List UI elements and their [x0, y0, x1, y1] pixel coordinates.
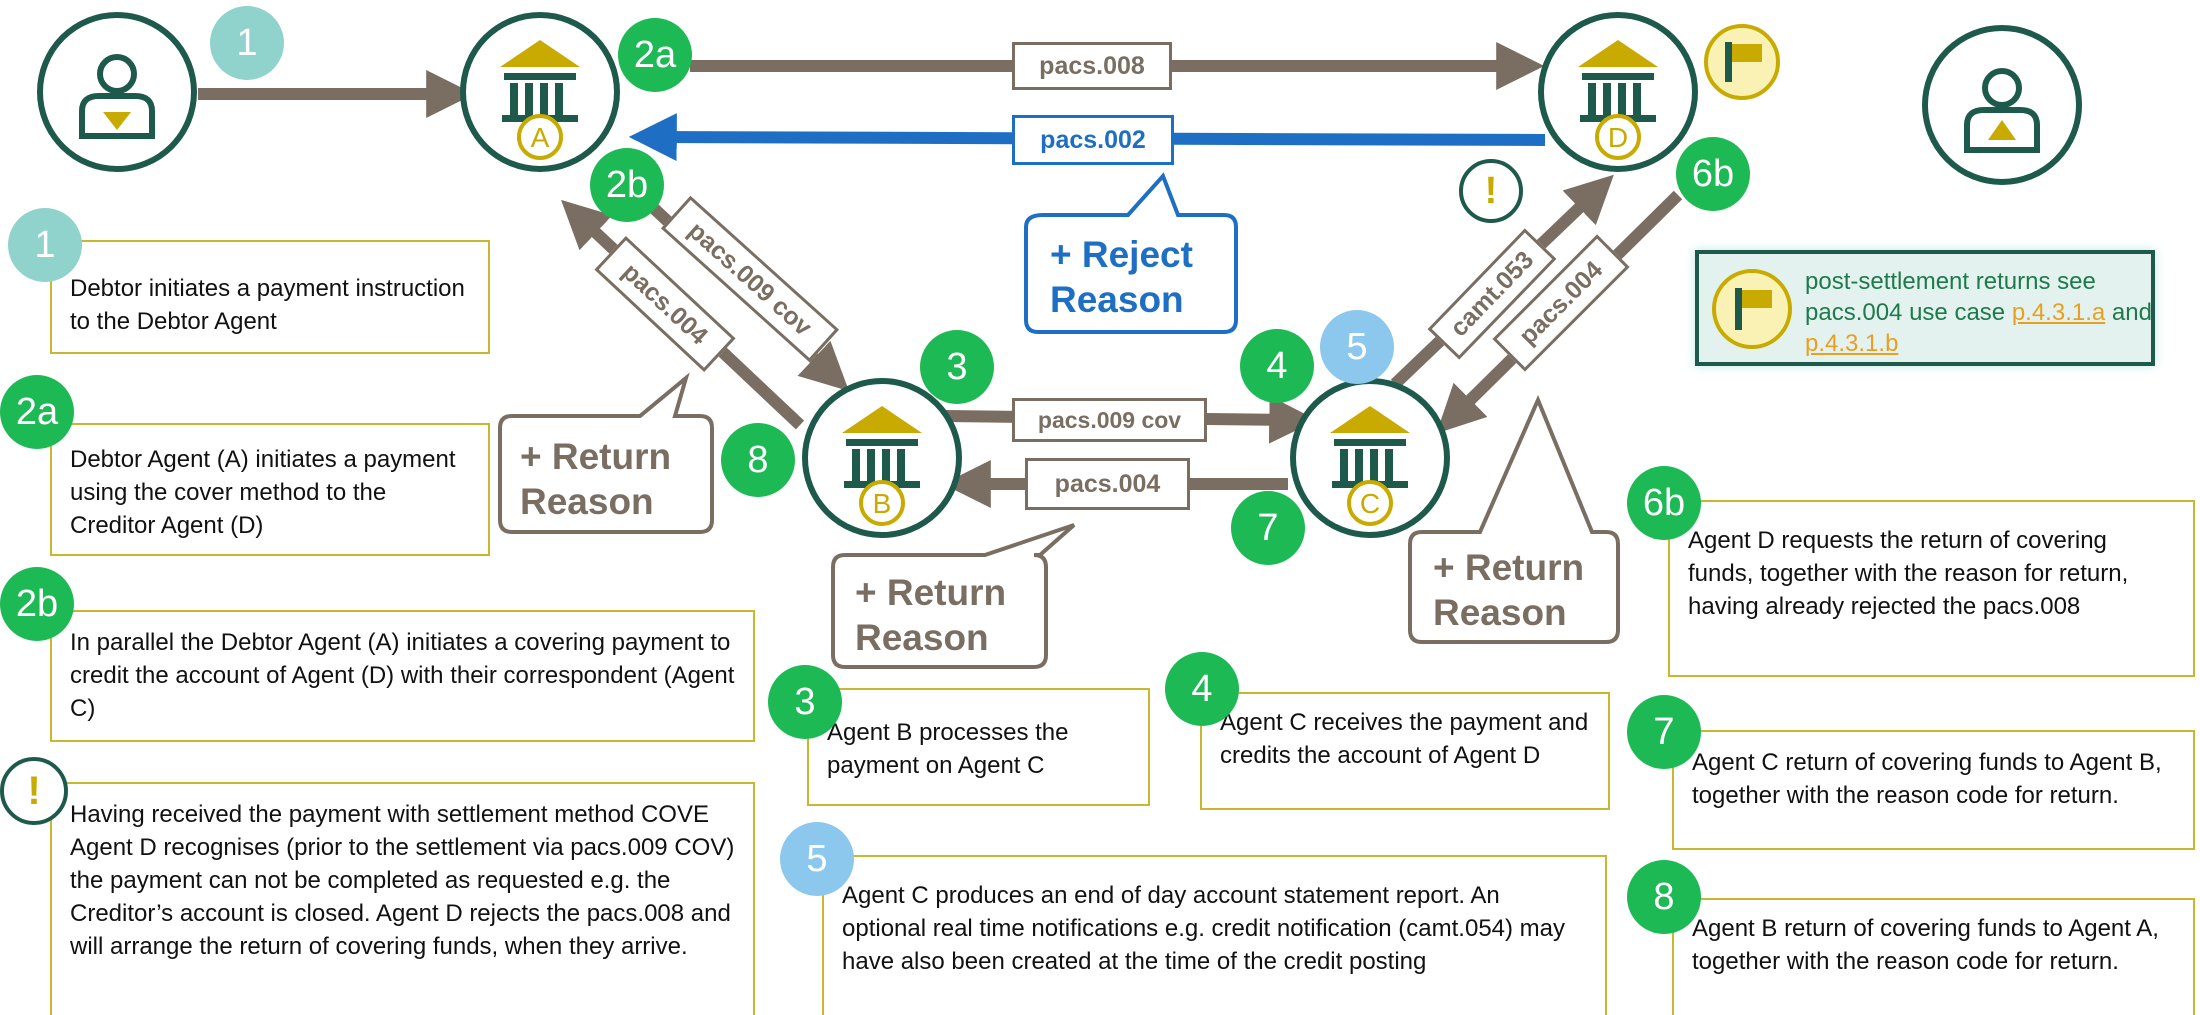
bubble-return-left-line1: + Return: [520, 436, 672, 477]
bubble-return-mid-line2: Reason: [855, 617, 989, 658]
bubble-return-left-line2: Reason: [520, 481, 654, 522]
note-text: post-settlement returns see pacs.004 use…: [1805, 266, 2155, 359]
desc-5-badge: 5: [780, 822, 854, 896]
bubble-return-mid-text: + Return Reason: [855, 570, 1006, 660]
agent-d-letter: D: [1608, 122, 1628, 153]
desc-2a-badge: 2a: [0, 375, 74, 449]
desc-6b-text: Agent D requests the return of covering …: [1688, 527, 2129, 620]
desc-8: Agent B return of covering funds to Agen…: [1672, 898, 2195, 1015]
bubble-return-right-line1: + Return: [1433, 547, 1585, 588]
desc-1: Debtor initiates a payment instruction t…: [50, 240, 490, 354]
bubble-reject-line2: Reason: [1050, 279, 1184, 320]
desc-6b-badge: 6b: [1627, 466, 1701, 540]
step-1-marker: 1: [210, 6, 284, 80]
desc-2b-text: In parallel the Debtor Agent (A) initiat…: [70, 629, 735, 722]
bubble-reject: [1024, 172, 1238, 334]
bubble-return-mid-line1: + Return: [855, 572, 1007, 613]
desc-2a: Debtor Agent (A) initiates a payment usi…: [50, 423, 490, 556]
debtor-node: [37, 12, 197, 172]
agent-b-node: B: [802, 378, 962, 538]
desc-7-badge: 7: [1627, 695, 1701, 769]
step-5-marker: 5: [1320, 310, 1394, 384]
note-text-main: post-settlement returns see pacs.004 use…: [1805, 268, 2096, 326]
desc-5: Agent C produces an end of day account s…: [822, 855, 1607, 1015]
note-link-b[interactable]: p.4.3.1.b: [1805, 330, 1899, 357]
desc-6b: Agent D requests the return of covering …: [1668, 500, 2195, 677]
bubble-reject-text: + Reject Reason: [1050, 232, 1193, 322]
creditor-node: [1922, 25, 2082, 185]
desc-exclamation: Having received the payment with settlem…: [50, 782, 755, 1015]
post-settlement-note: post-settlement returns see pacs.004 use…: [1695, 250, 2155, 366]
bubble-return-mid: [831, 523, 1076, 669]
bubble-return-left-text: + Return Reason: [520, 434, 671, 524]
note-text-and: and: [2111, 299, 2152, 326]
label-pacs008: pacs.008: [1012, 42, 1172, 90]
agent-a-letter: A: [531, 122, 550, 153]
desc-3-badge: 3: [768, 665, 842, 739]
desc-5-text: Agent C produces an end of day account s…: [842, 882, 1566, 975]
bubble-return-right-text: + Return Reason: [1433, 545, 1584, 635]
note-flag-icon: [1712, 269, 1792, 349]
desc-3-text: Agent B processes the payment on Agent C: [827, 719, 1069, 779]
desc-3: Agent B processes the payment on Agent C: [807, 688, 1150, 806]
step-3-marker: 3: [920, 330, 994, 404]
desc-exclamation-badge: !: [0, 757, 68, 825]
desc-2b-badge: 2b: [0, 567, 74, 641]
desc-1-text: Debtor initiates a payment instruction t…: [70, 275, 465, 335]
step-6b-marker: 6b: [1676, 137, 1750, 211]
desc-8-badge: 8: [1627, 860, 1701, 934]
desc-7: Agent C return of covering funds to Agen…: [1672, 730, 2195, 850]
bubble-return-left: [498, 372, 714, 534]
desc-4-text: Agent C receives the payment and credits…: [1220, 709, 1589, 769]
label-pacs009cov-h: pacs.009 cov: [1012, 398, 1207, 442]
agent-d-node: D: [1538, 12, 1698, 172]
desc-2b: In parallel the Debtor Agent (A) initiat…: [50, 610, 755, 742]
desc-1-badge: 1: [8, 208, 82, 282]
step-8-marker: 8: [721, 423, 795, 497]
agent-b-letter: B: [873, 488, 892, 519]
agent-c-node: C: [1290, 378, 1450, 538]
bubble-return-right-line2: Reason: [1433, 592, 1567, 633]
agent-a-node: A: [460, 12, 620, 172]
step-2b-marker: 2b: [590, 148, 664, 222]
note-link-a[interactable]: p.4.3.1.a: [2011, 299, 2106, 326]
step-7-marker: 7: [1231, 491, 1305, 565]
flag-icon: [1704, 24, 1780, 100]
desc-8-text: Agent B return of covering funds to Agen…: [1692, 915, 2159, 975]
bubble-return-right: [1408, 394, 1620, 644]
step-4-marker: 4: [1240, 329, 1314, 403]
bubble-reject-line1: + Reject: [1050, 234, 1193, 275]
desc-7-text: Agent C return of covering funds to Agen…: [1692, 749, 2162, 809]
step-2a-marker: 2a: [618, 18, 692, 92]
exclamation-marker: !: [1459, 159, 1523, 223]
desc-exclamation-text: Having received the payment with settlem…: [70, 801, 735, 960]
label-pacs002: pacs.002: [1012, 115, 1174, 165]
label-pacs004-h: pacs.004: [1025, 458, 1190, 510]
agent-c-letter: C: [1360, 488, 1380, 519]
desc-4: Agent C receives the payment and credits…: [1200, 692, 1610, 810]
desc-4-badge: 4: [1165, 652, 1239, 726]
desc-2a-text: Debtor Agent (A) initiates a payment usi…: [70, 446, 456, 539]
